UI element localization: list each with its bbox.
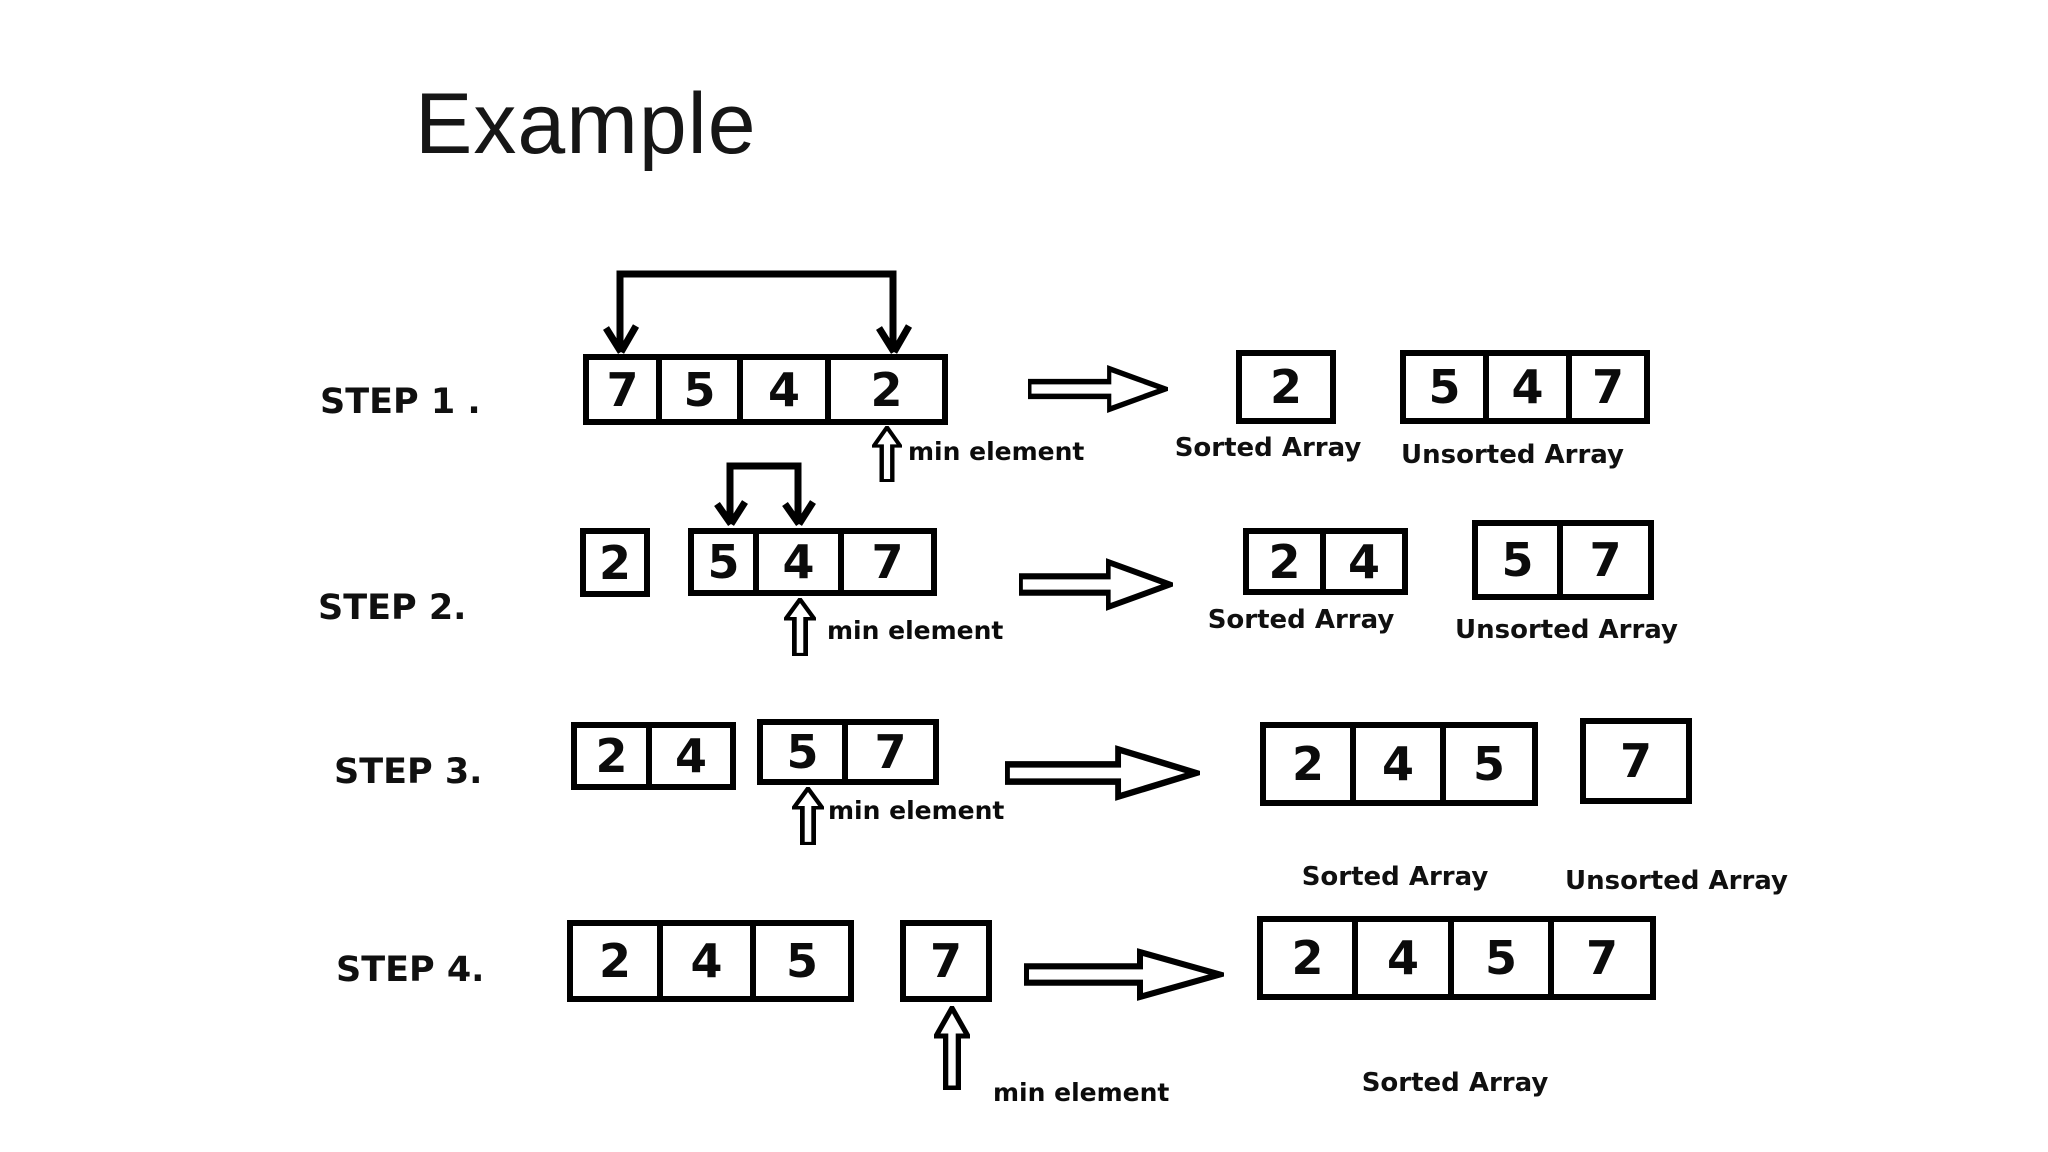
flow-arrow-icon	[1019, 558, 1173, 611]
step-2-working-array: 5 4 7	[688, 528, 937, 596]
array-cell: 7	[606, 362, 639, 417]
step-2-label: STEP 2.	[318, 588, 467, 628]
array-cell: 7	[1566, 356, 1644, 418]
array-cell: 7	[1619, 734, 1652, 788]
min-element-label: min element	[828, 796, 1005, 825]
array-cell: 2	[1268, 534, 1301, 589]
array-cell: 5	[1501, 533, 1534, 587]
array-cell: 4	[646, 728, 730, 784]
min-element-label: min element	[993, 1078, 1170, 1107]
array-cell: 7	[1557, 526, 1648, 594]
array-cell: 7	[842, 725, 933, 779]
array-cell: 5	[656, 360, 737, 419]
array-cell: 4	[753, 534, 838, 590]
array-cell: 2	[598, 535, 631, 590]
unsorted-array-caption: Unsorted Array	[1401, 440, 1624, 470]
min-element-label: min element	[908, 437, 1085, 466]
step-4-working-array: 7	[900, 920, 992, 1002]
step-3-prefix-array: 2 4	[571, 722, 736, 790]
array-cell: 2	[1269, 360, 1302, 414]
step-1-sorted-array: 2	[1236, 350, 1336, 424]
min-element-arrow-icon	[872, 426, 902, 482]
array-cell: 5	[1428, 360, 1461, 414]
array-cell: 2	[825, 360, 942, 419]
array-cell: 7	[838, 534, 931, 590]
step-1-label: STEP 1 .	[320, 382, 481, 422]
step-2-sorted-array: 2 4	[1243, 528, 1408, 595]
array-cell: 4	[1483, 356, 1566, 418]
step-4-sorted-array: 2 4 5 7	[1257, 916, 1656, 1000]
swap-arrow-icon	[603, 270, 913, 354]
min-element-arrow-icon	[784, 598, 816, 656]
array-cell: 5	[1448, 922, 1548, 994]
array-cell: 4	[1350, 728, 1440, 800]
array-cell: 2	[598, 934, 631, 988]
min-element-label: min element	[827, 616, 1004, 645]
step-3-sorted-array: 2 4 5	[1260, 722, 1538, 806]
step-3-working-array: 5 7	[757, 719, 939, 785]
unsorted-array-caption: Unsorted Array	[1565, 866, 1788, 896]
array-cell: 2	[1291, 931, 1324, 985]
array-cell: 5	[1440, 728, 1532, 800]
unsorted-array-caption: Unsorted Array	[1455, 615, 1678, 645]
step-4-prefix-array: 2 4 5	[567, 920, 854, 1002]
step-1-unsorted-array: 5 4 7	[1400, 350, 1650, 424]
array-cell: 2	[595, 729, 628, 783]
flow-arrow-icon	[1024, 948, 1224, 1001]
array-cell: 4	[737, 360, 825, 419]
min-element-arrow-icon	[792, 787, 824, 845]
array-cell: 5	[750, 926, 848, 996]
array-cell: 4	[1320, 534, 1402, 589]
array-cell: 2	[1291, 737, 1324, 791]
array-cell: 5	[707, 535, 740, 589]
step-3-label: STEP 3.	[334, 752, 483, 792]
min-element-arrow-icon	[934, 1006, 970, 1090]
array-cell: 7	[1548, 922, 1650, 994]
step-2-unsorted-array: 5 7	[1472, 520, 1654, 600]
step-4-label: STEP 4.	[336, 950, 485, 990]
sorted-array-caption: Sorted Array	[1207, 605, 1395, 635]
sorted-array-caption: Sorted Array	[1361, 1068, 1549, 1098]
array-cell: 4	[657, 926, 750, 996]
swap-arrow-icon	[714, 462, 816, 527]
step-3-unsorted-array: 7	[1580, 718, 1692, 804]
flow-arrow-icon	[1005, 745, 1200, 801]
array-cell: 7	[929, 934, 962, 988]
flow-arrow-icon	[1028, 365, 1168, 413]
sorted-array-caption: Sorted Array	[1174, 433, 1362, 463]
sorted-array-caption: Sorted Array	[1301, 862, 1489, 892]
array-cell: 4	[1352, 922, 1448, 994]
step-2-prefix-array: 2	[580, 528, 650, 597]
array-cell: 5	[786, 725, 819, 779]
slide-title: Example	[415, 76, 757, 172]
step-1-working-array: 7 5 4 2	[583, 354, 948, 425]
